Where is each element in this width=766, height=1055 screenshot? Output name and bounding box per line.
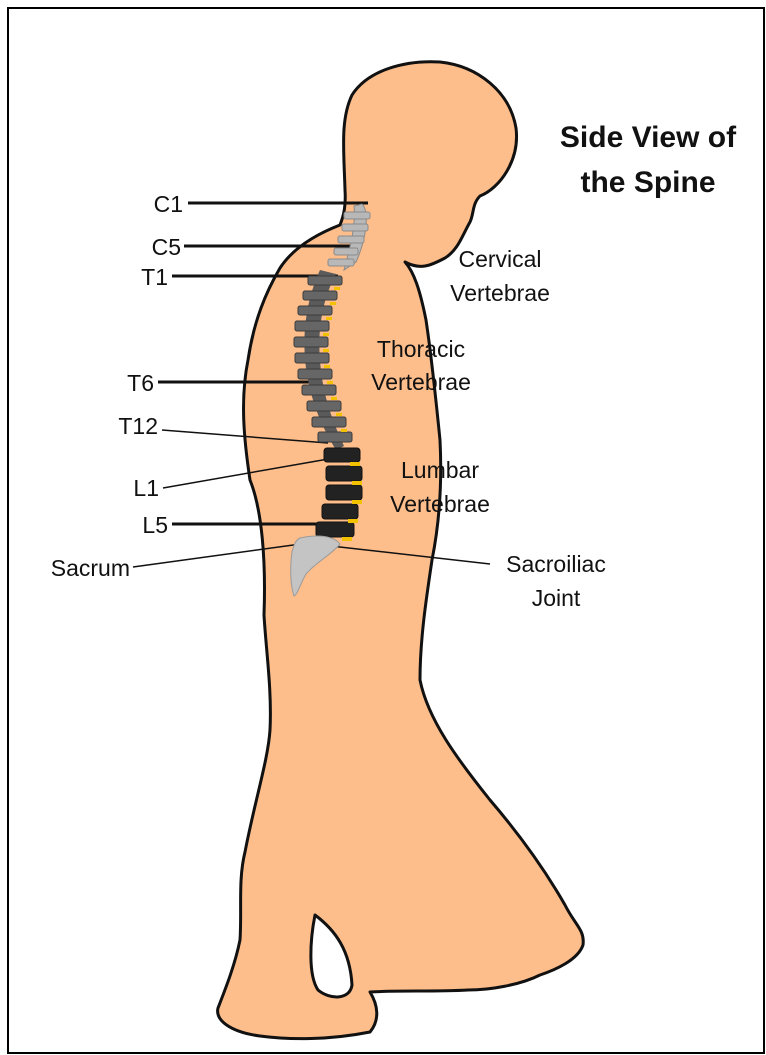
label-c1: C1 — [154, 191, 183, 217]
label-t12: T12 — [118, 413, 158, 439]
label-l5: L5 — [142, 512, 168, 538]
label-sacroiliac-line-2: Joint — [532, 585, 581, 611]
diagram-title-line-2: the Spine — [580, 166, 715, 199]
label-thoracic-line-1: Thoracic — [377, 336, 465, 362]
label-c5: C5 — [152, 234, 181, 260]
label-thoracic-line-2: Vertebrae — [371, 369, 471, 395]
label-t1: T1 — [141, 264, 168, 290]
label-l1: L1 — [133, 475, 159, 501]
label-lumbar-line-1: Lumbar — [401, 457, 479, 483]
diagram-title-line-1: Side View of — [560, 121, 737, 154]
label-lumbar-line-2: Vertebrae — [390, 491, 490, 517]
label-cervical-line-2: Vertebrae — [450, 280, 550, 306]
label-t6: T6 — [127, 370, 154, 396]
label-cervical-line-1: Cervical — [458, 246, 541, 272]
label-sacroiliac-line-1: Sacroiliac — [506, 551, 606, 577]
label-sacrum: Sacrum — [51, 555, 130, 581]
